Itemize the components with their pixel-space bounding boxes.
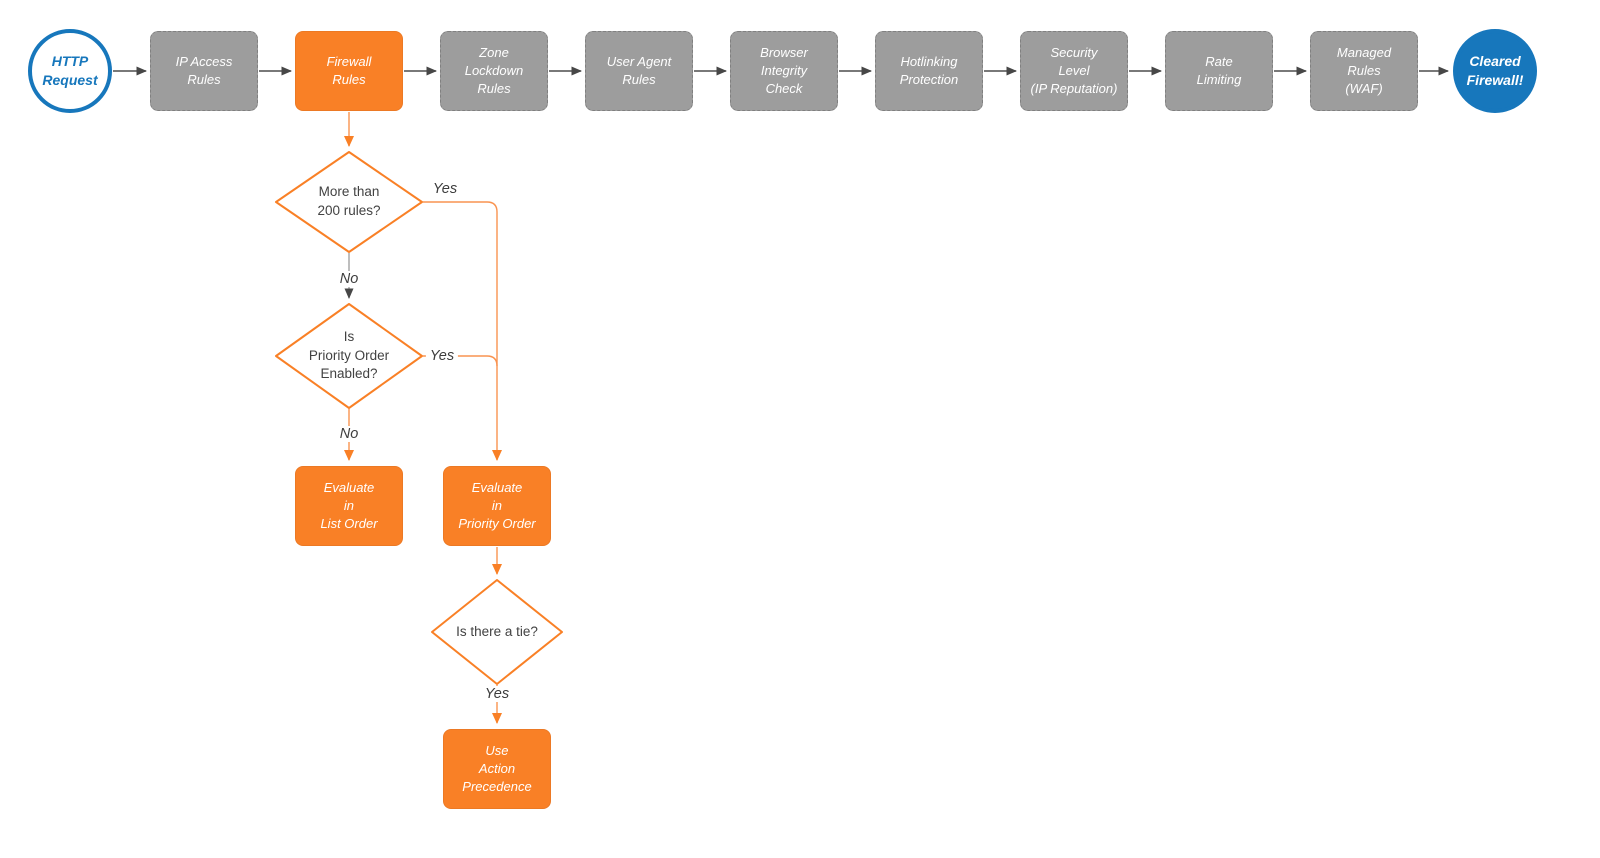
diamond-is-there-a-tie [431,579,563,685]
edge-label-yes-is-there-a-tie: Yes [480,686,514,702]
diamond-priority-order-enabled [275,303,423,409]
diamond-more-than-200-rules [275,151,423,253]
decision-is-there-a-tie-label: Is there a tie? [456,623,538,639]
edge-decision-200-yes-to-priority-order [423,201,502,461]
edge-decision-priority-yes-join [423,355,498,367]
edge-label-no-priority-order: No [335,426,363,442]
edge-label-yes-more-than-200: Yes [432,181,458,197]
edge-label-yes-priority-order: Yes [425,348,459,364]
edge-label-no-more-than-200: No [335,271,363,287]
